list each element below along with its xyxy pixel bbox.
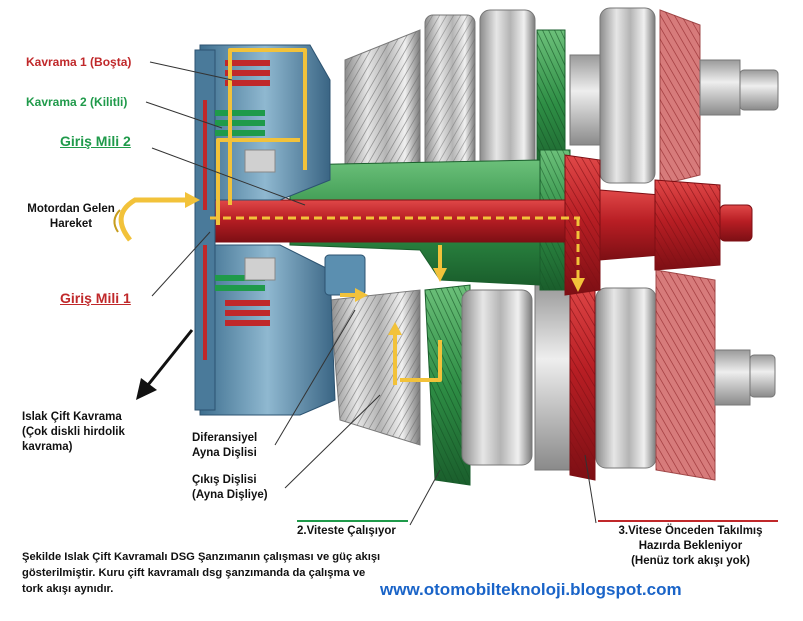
third-gear-label: 3.Vitese Önceden Takılmış Hazırda Beklen… — [598, 524, 783, 569]
engine-motion-label: Motordan Gelen Hareket — [12, 202, 130, 232]
wet-clutch-label: Islak Çift Kavrama (Çok diskli hirdolik … — [22, 410, 125, 455]
arrowhead-up-1 — [388, 322, 402, 335]
clutch-1-label: Kavrama 1 (Boşta) — [26, 55, 132, 69]
wet-clutch-line-1: Islak Çift Kavrama — [22, 411, 122, 423]
clutch-2-label: Kavrama 2 (Kilitli) — [26, 95, 128, 109]
output-gear-line-2: (Ayna Dişliye) — [192, 489, 268, 501]
output-gear-label: Çıkış Dişlisi (Ayna Dişliye) — [192, 473, 268, 503]
differential-line-2: Ayna Dişlisi — [192, 447, 257, 459]
output-gear-line-1: Çıkış Dişlisi — [192, 474, 257, 486]
torque-flow-arrows — [216, 48, 442, 385]
differential-line-1: Diferansiyel — [192, 432, 258, 444]
second-gear-label: 2.Viteste Çalışıyor — [297, 525, 396, 537]
third-gear-line-2: Hazırda Bekleniyor — [638, 540, 743, 552]
flow-dashed-arrowhead — [571, 278, 585, 292]
differential-label: Diferansiyel Ayna Dişlisi — [192, 431, 257, 461]
wet-clutch-line-3: kavrama) — [22, 441, 73, 453]
torque-flow-arrowheads — [355, 268, 447, 335]
wet-clutch-line-2: (Çok diskli hirdolik — [22, 426, 125, 438]
flow-path-diff — [400, 340, 442, 382]
curved-arrow-icon — [113, 192, 200, 242]
arrowhead-down-1 — [433, 268, 447, 282]
flow-path-clutch2 — [228, 48, 307, 205]
caption-text: Şekilde Islak Çift Kavramalı DSG Şanzıma… — [22, 551, 381, 595]
third-gear-line-3: (Henüz tork akışı yok) — [631, 555, 750, 567]
input-shaft-2-label: Giriş Mili 2 — [60, 133, 131, 149]
clutch-2-discs — [215, 110, 265, 291]
input-shaft-1-label: Giriş Mili 1 — [60, 290, 131, 306]
input-shaft-1-solid — [199, 154, 753, 296]
flow-path-clutch1 — [216, 138, 300, 225]
wet-clutch-pointer-arrow — [136, 329, 194, 400]
third-gear-line-1: 3.Vitese Önceden Takılmış — [618, 525, 763, 537]
engine-motion-line-1: Motordan Gelen — [27, 203, 115, 215]
arrowhead-right-1 — [355, 288, 368, 302]
engine-motion-line-2: Hareket — [49, 218, 93, 230]
clutch-1-discs — [225, 60, 270, 326]
leader-lines — [145, 61, 597, 526]
website-link[interactable]: www.otomobilteknoloji.blogspot.com — [380, 580, 682, 599]
